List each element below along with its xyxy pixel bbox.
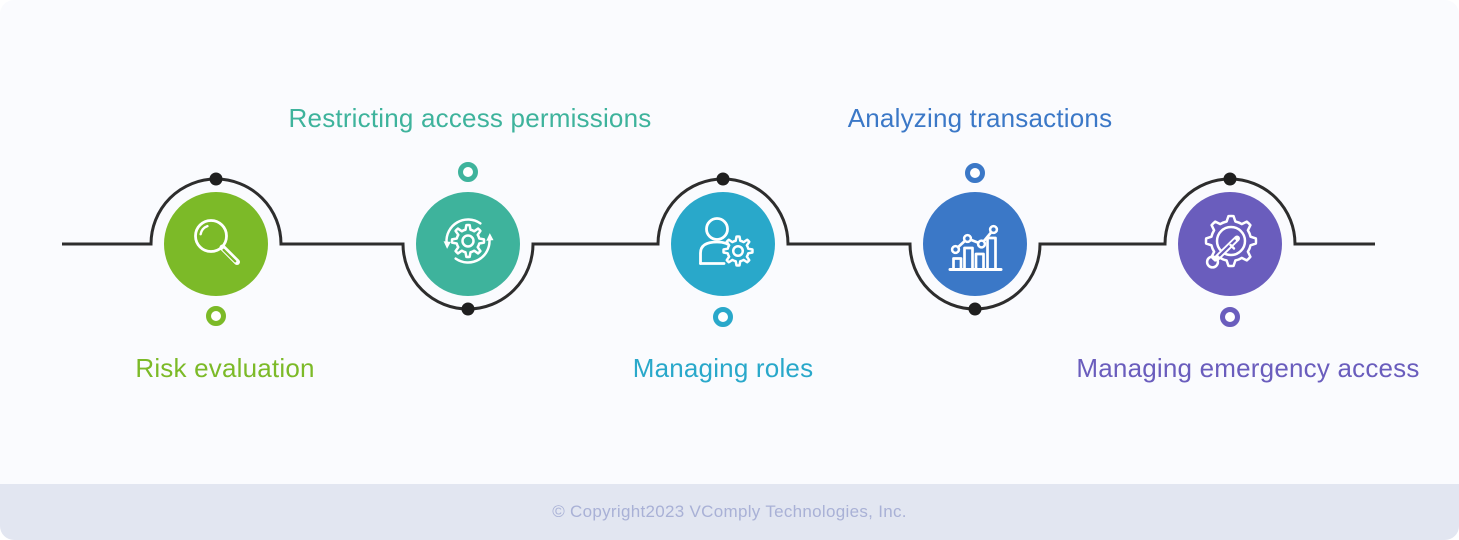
step-circle-risk-evaluation	[164, 192, 268, 296]
step-ring-risk-evaluation	[205, 306, 226, 326]
step-label-risk-evaluation: Risk evaluation	[135, 353, 315, 383]
step-ring-managing-roles	[712, 306, 733, 327]
step-ring-managing-emergency-access	[1219, 306, 1240, 327]
step-ring-analyzing-transactions	[964, 162, 985, 183]
timeline-node-dot	[716, 172, 730, 186]
timeline-node-dot	[968, 302, 982, 316]
step-circle-managing-roles	[671, 192, 775, 296]
magnifier-icon	[194, 219, 240, 265]
step-label-analyzing-transactions: Analyzing transactions	[847, 103, 1113, 133]
step-circle-restricting-access-permissions	[416, 192, 520, 296]
footer-bar: © Copyright2023 VComply Technologies, In…	[0, 484, 1459, 540]
timeline-node-dot	[1223, 172, 1237, 186]
copyright-text: © Copyright2023 VComply Technologies, In…	[552, 502, 907, 521]
step-label-managing-roles: Managing roles	[632, 353, 814, 383]
step-label-restricting-access-permissions: Restricting access permissions	[288, 103, 652, 133]
step-circle-analyzing-transactions	[923, 192, 1027, 296]
bar-chart-icon	[948, 224, 1003, 271]
step-circle-managing-emergency-access	[1178, 192, 1282, 296]
step-label-managing-emergency-access: Managing emergency access	[1076, 353, 1420, 383]
timeline-node-dot	[209, 172, 223, 186]
user-gear-icon	[699, 217, 754, 267]
timeline-node-dot	[461, 302, 475, 316]
step-ring-restricting-access-permissions	[457, 162, 478, 182]
sync-gear-icon	[443, 218, 494, 264]
gear-key-icon	[1204, 214, 1258, 269]
